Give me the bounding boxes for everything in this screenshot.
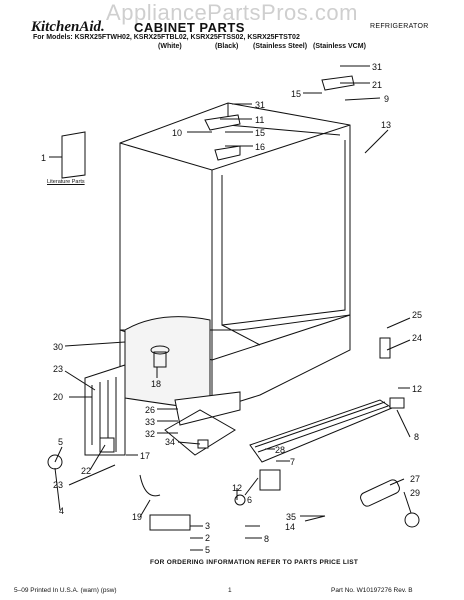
finish-black: (Black) xyxy=(215,43,239,50)
callout-30: 30 xyxy=(53,342,63,352)
callouts: 31 15 21 9 31 11 10 15 13 16 1 25 30 24 … xyxy=(41,62,422,555)
callout-3: 3 xyxy=(205,521,210,531)
callout-13: 13 xyxy=(381,120,391,130)
finish-stainless-steel: (Stainless Steel) xyxy=(253,43,308,50)
callout-23: 23 xyxy=(53,364,63,374)
callout-16: 16 xyxy=(255,142,265,152)
callout-5: 5 xyxy=(58,437,63,447)
callout-20: 20 xyxy=(53,392,63,402)
callout-8: 8 xyxy=(264,534,269,544)
callout-32: 32 xyxy=(145,429,155,439)
part-number: Part No. W10197276 Rev. B xyxy=(331,587,413,594)
callout-1: 1 xyxy=(41,153,46,163)
callout-33: 33 xyxy=(145,417,155,427)
callout-12: 12 xyxy=(412,384,422,394)
callout-22: 22 xyxy=(81,466,91,476)
callout-18: 18 xyxy=(151,379,161,389)
finish-white: (White) xyxy=(158,43,182,50)
callout-24: 24 xyxy=(412,333,422,343)
callout-15: 15 xyxy=(255,128,265,138)
page-title: CABINET PARTS xyxy=(134,20,245,35)
callout-21: 21 xyxy=(372,80,382,90)
order-note: FOR ORDERING INFORMATION REFER TO PARTS … xyxy=(150,559,359,566)
callout-25: 25 xyxy=(412,310,422,320)
callout-26: 26 xyxy=(145,405,155,415)
brand-logo: KitchenAid. xyxy=(31,19,105,35)
callout-9: 9 xyxy=(384,94,389,104)
callout-17: 17 xyxy=(140,451,150,461)
finish-stainless-vcm: (Stainless VCM) xyxy=(313,43,366,50)
callout-4: 4 xyxy=(59,506,64,516)
print-info: 5–09 Printed In U.S.A. (warn) (psw) xyxy=(14,587,117,594)
callout-34: 34 xyxy=(165,437,175,447)
callout-6: 6 xyxy=(247,495,252,505)
callout-14: 14 xyxy=(285,522,295,532)
callout-19: 19 xyxy=(132,512,142,522)
callout-10: 10 xyxy=(172,128,182,138)
callout-29: 29 xyxy=(410,488,420,498)
callout-28: 28 xyxy=(275,445,285,455)
callout-23: 23 xyxy=(53,480,63,490)
callout-31: 31 xyxy=(372,62,382,72)
category-label: REFRIGERATOR xyxy=(370,23,429,30)
page-number: 1 xyxy=(228,587,232,594)
callout-15: 15 xyxy=(291,89,301,99)
callout-5: 5 xyxy=(205,545,210,555)
watermark: AppliancePartsPros.com xyxy=(106,0,358,25)
literature-parts-label: Literature Parts xyxy=(47,179,85,185)
callout-7: 7 xyxy=(290,457,295,467)
callout-11: 11 xyxy=(255,115,264,125)
callout-31: 31 xyxy=(255,100,265,110)
callout-35: 35 xyxy=(286,512,296,522)
models-line: For Models: KSRX25FTWH02, KSRX25FTBL02, … xyxy=(33,34,300,41)
callout-8: 8 xyxy=(414,432,419,442)
callout-12: 12 xyxy=(232,483,242,493)
callout-2: 2 xyxy=(205,533,210,543)
callout-27: 27 xyxy=(410,474,420,484)
